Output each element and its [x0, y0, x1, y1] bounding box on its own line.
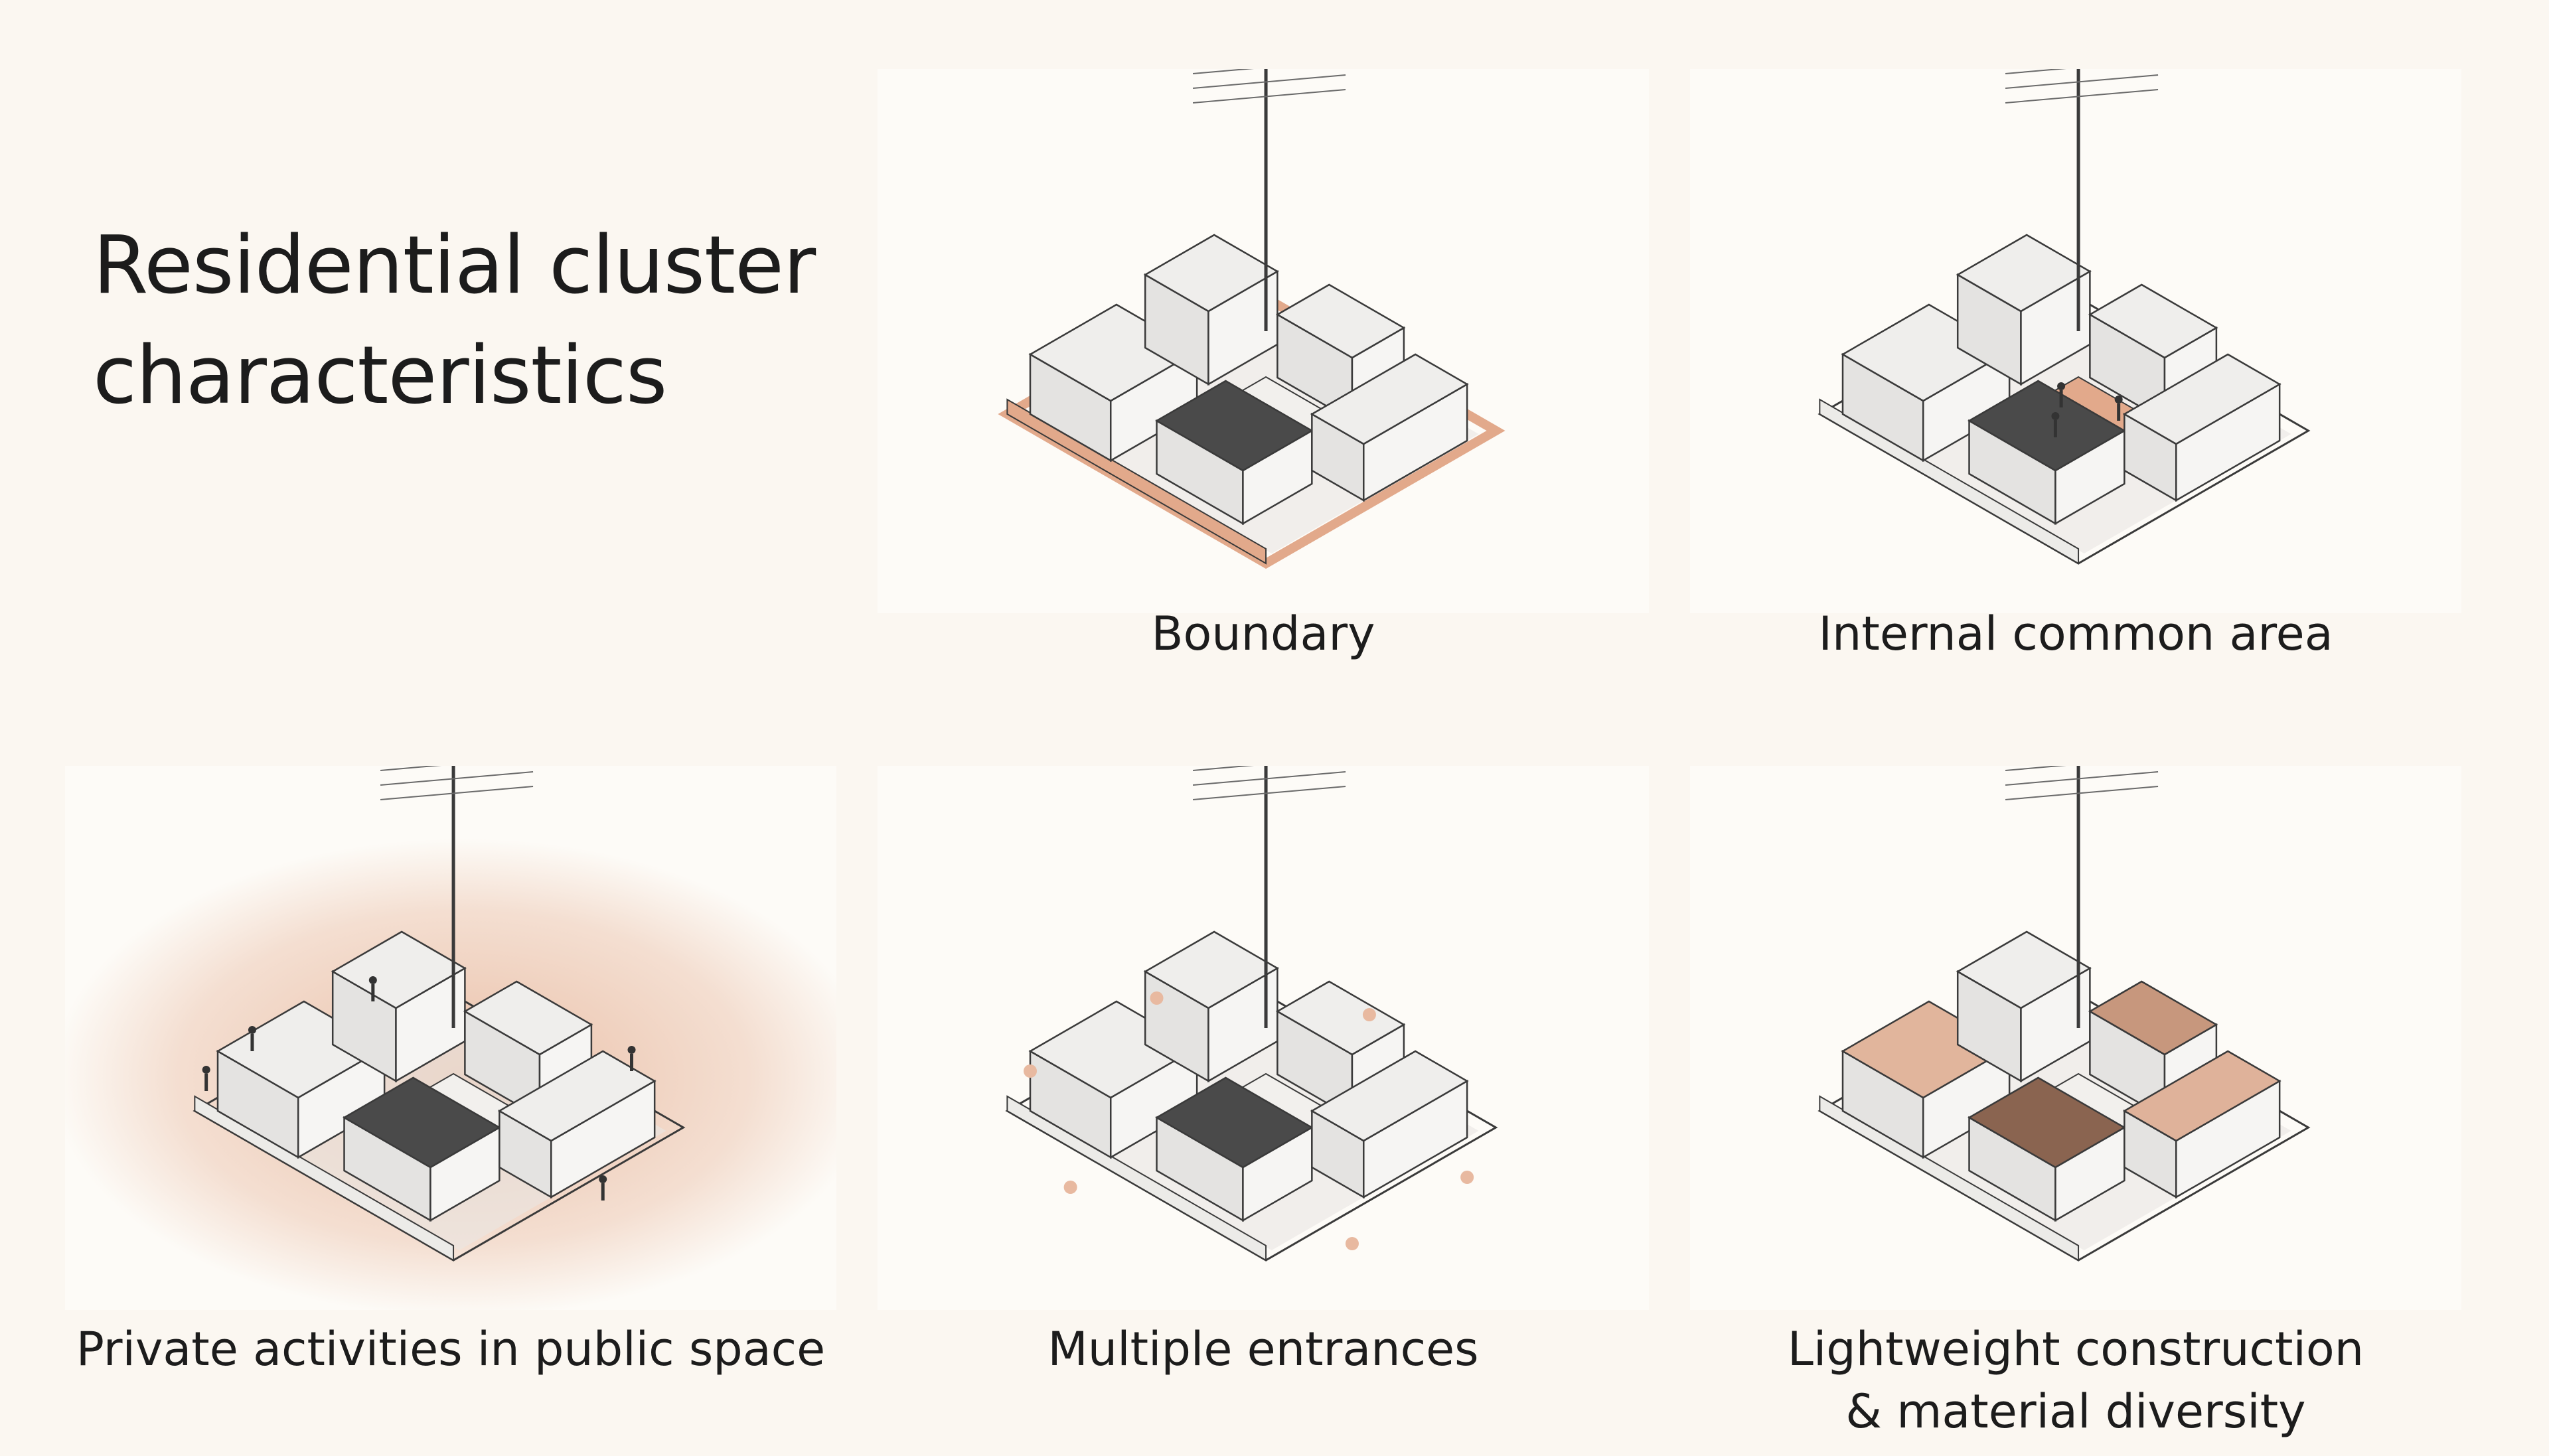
house-e-roof	[1310, 1050, 1469, 1142]
caption-line: Internal common area	[1818, 607, 2333, 661]
page-title: Residential cluster characteristics	[93, 211, 816, 431]
boundary-wall-front	[194, 1095, 455, 1262]
page-title-line-2: characteristics	[93, 330, 667, 422]
house-b-roof	[1143, 234, 1279, 313]
boundary-wall-front	[1006, 1095, 1267, 1262]
caption-line: Private activities in public space	[76, 1322, 826, 1376]
caption-lightweight-construction: Lightweight construction & material dive…	[1644, 1318, 2507, 1443]
panel-multiple-entrances	[878, 766, 1649, 1310]
house-b-roof	[1143, 930, 1279, 1009]
power-line	[1192, 74, 1346, 89]
house-c-roof	[2088, 283, 2218, 359]
house-b-roof	[1956, 234, 2092, 313]
person-head	[2051, 412, 2060, 420]
page-title-line-1: Residential cluster	[93, 220, 816, 312]
panel-private-activities	[65, 766, 836, 1310]
person-head	[599, 1175, 607, 1183]
power-line	[2005, 766, 2067, 771]
house-e-roof	[1310, 353, 1469, 445]
entrance-arrow	[1150, 991, 1164, 1005]
panel-internal-common-area	[1690, 69, 2461, 613]
entrance-arrow	[1063, 1181, 1077, 1194]
cluster-illustration-materials	[1817, 766, 2311, 1262]
person-head	[368, 976, 377, 984]
power-line	[2005, 771, 2159, 786]
caption-line: Boundary	[1151, 607, 1375, 661]
cluster-illustration-common-area	[1817, 69, 2311, 565]
boundary-wall-front	[1006, 398, 1267, 565]
boundary-wall-front	[1819, 398, 2080, 565]
house-c-roof	[1275, 980, 1406, 1056]
cluster-illustration-boundary	[998, 69, 1506, 569]
caption-boundary: Boundary	[832, 603, 1695, 665]
power-line	[2005, 69, 2067, 74]
power-line	[1192, 89, 1346, 104]
caption-private-activities: Private activities in public space	[19, 1318, 882, 1380]
entrance-arrow	[1345, 1237, 1359, 1250]
house-c-roof	[463, 980, 593, 1056]
house-e-roof	[2122, 1050, 2281, 1142]
cluster-illustration-private-activities	[65, 766, 836, 1310]
person-head	[202, 1066, 210, 1074]
power-line	[2005, 89, 2159, 104]
power-line	[2005, 786, 2159, 800]
power-line	[2005, 74, 2159, 89]
house-e-roof	[497, 1050, 657, 1142]
person-head	[248, 1026, 256, 1034]
boundary-wall-front	[1819, 1095, 2080, 1262]
power-line	[380, 766, 442, 771]
power-line	[1192, 69, 1255, 74]
house-b-roof	[1956, 930, 2092, 1009]
house-b-roof	[331, 930, 467, 1009]
caption-multiple-entrances: Multiple entrances	[832, 1318, 1695, 1380]
power-line	[380, 771, 534, 786]
panel-boundary	[878, 69, 1649, 613]
power-line	[1192, 771, 1346, 786]
caption-line: Multiple entrances	[1047, 1322, 1479, 1376]
power-line	[380, 786, 534, 800]
cluster-illustration-entrances	[1005, 766, 1498, 1262]
house-c-roof	[2088, 980, 2218, 1056]
caption-line-1: Lightweight construction	[1787, 1322, 2364, 1376]
entrance-arrow	[1024, 1064, 1037, 1078]
entrance-arrow	[1460, 1171, 1474, 1184]
caption-internal-common-area: Internal common area	[1644, 603, 2507, 665]
house-e-roof	[2122, 353, 2281, 445]
caption-line-2: & material diversity	[1845, 1384, 2306, 1439]
power-line	[1192, 786, 1346, 800]
panel-lightweight-construction	[1690, 766, 2461, 1310]
power-line	[1192, 766, 1255, 771]
person-head	[2114, 396, 2123, 403]
person-head	[2057, 382, 2066, 390]
person-head	[627, 1046, 636, 1054]
entrance-arrow	[1362, 1008, 1376, 1021]
house-c-roof	[1275, 283, 1406, 359]
